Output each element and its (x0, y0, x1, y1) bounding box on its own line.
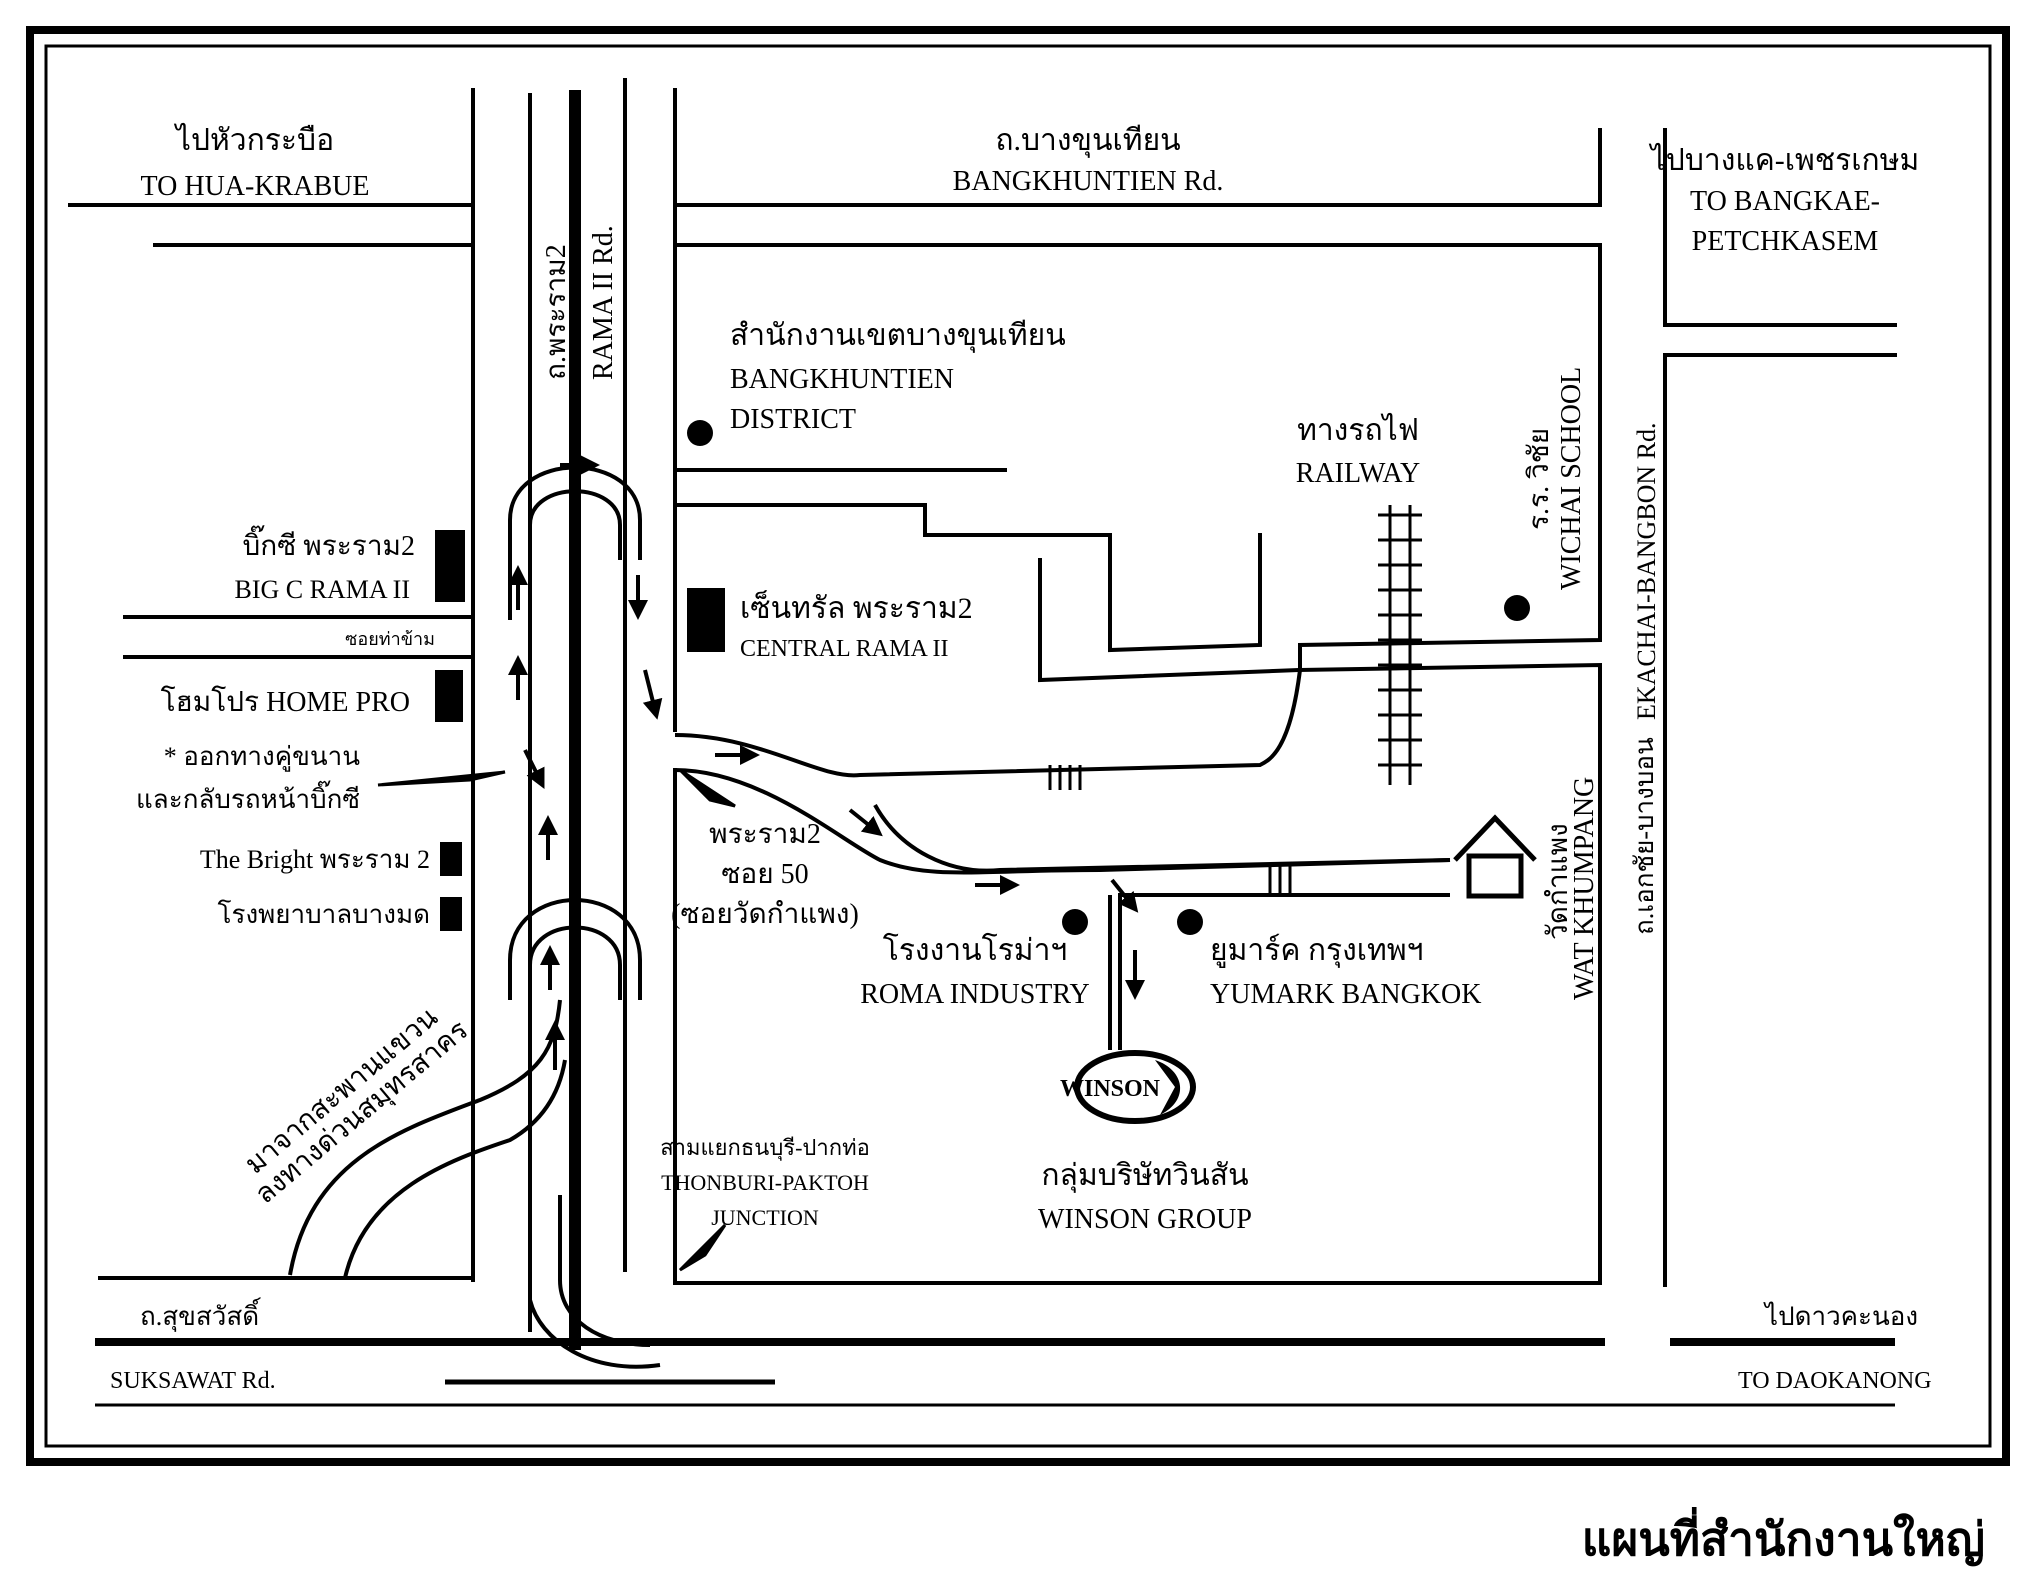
railway-crossing-2 (1268, 865, 1292, 893)
label-soi50-line1: พระราม2 (709, 819, 821, 850)
label-roma-th: โรงงานโรม่าฯ (883, 932, 1068, 967)
label-central-th: เซ็นทรัล พระราม2 (740, 589, 973, 625)
the-bright-marker (440, 842, 462, 876)
label-ekachai-en: EKACHAI-BANGBON Rd. (1632, 422, 1661, 720)
label-roma-en: ROMA INDUSTRY (860, 979, 1089, 1010)
label-district-th: สำนักงานเขตบางขุนเทียน (730, 319, 1066, 354)
label-ekachai-th: ถ.เอกชัย-บางบอน (1630, 737, 1659, 935)
winson-logo-text: WINSON (1060, 1076, 1161, 1102)
map-frame-inner (44, 44, 1992, 1448)
wat-road-lower (1118, 893, 1450, 1050)
uturn-top-outer (508, 465, 642, 620)
label-wat-en: WAT KHUMPANG (1569, 777, 1600, 1000)
district-office-marker (687, 420, 713, 446)
traffic-arrows (508, 455, 1145, 1070)
suksawat-loop-outer (528, 1210, 661, 1369)
winson-logo: WINSON (1060, 1050, 1196, 1124)
label-junction-th: สามแยกธนบุรี-ปากท่อ (660, 1135, 870, 1161)
yumark-marker (1177, 909, 1203, 935)
label-suksawat-th: ถ.สุขสวัสดิ์ (140, 1297, 262, 1332)
soi50-pointer (678, 768, 736, 808)
central-marker (687, 588, 725, 652)
label-hua-krabue-en: TO HUA-KRABUE (141, 171, 370, 202)
district-block (673, 243, 1602, 672)
label-the-bright: The Bright พระราม 2 (200, 845, 430, 874)
label-rama2-en: RAMA II Rd. (588, 225, 619, 380)
label-junction-en2: JUNCTION (711, 1205, 819, 1230)
label-wichai-th: ร.ร. วิชัย (1524, 428, 1555, 530)
bangkae-block (1663, 128, 1897, 327)
label-central-en: CENTRAL RAMA II (740, 636, 948, 662)
uturn-bottom-inner (528, 925, 622, 1000)
label-hospital: โรงพยาบาลบางมด (218, 899, 430, 929)
label-winson-en: WINSON GROUP (1038, 1204, 1252, 1235)
label-yumark-th: ยูมาร์ค กรุงเทพฯ (1210, 933, 1423, 969)
label-uturn-note-1: * ออกทางคู่ขนาน (164, 742, 360, 772)
label-railway-en: RAILWAY (1296, 458, 1420, 489)
homepro-marker (435, 670, 463, 722)
map-title: แผนที่สำนักงานใหญ่ (1582, 1507, 1985, 1566)
label-soi50-line3: (ซอยวัดกำแพง) (671, 899, 859, 930)
label-yumark-en: YUMARK BANGKOK (1210, 979, 1481, 1010)
railway-crossing-1 (1048, 765, 1082, 790)
label-wichai-en: WICHAI SCHOOL (1556, 367, 1587, 590)
label-railway-th: ทางรถไฟ (1297, 412, 1419, 447)
junction-pointer (678, 1223, 727, 1272)
central-block-top (673, 503, 1262, 653)
label-bangkae-th: ไปบางแค-เพชรเกษม (1649, 142, 1920, 177)
label-hua-krabue-th: ไปหัวกระบือ (174, 122, 334, 157)
expressway-ramp-inner (343, 1059, 567, 1279)
uturn-top-inner (528, 489, 622, 590)
bigc-marker (435, 530, 465, 602)
district-block-left (673, 243, 1007, 472)
label-soi-tha-kham: ซอยท่าข้าม (345, 629, 435, 649)
label-bangkae-en2: PETCHKASEM (1692, 226, 1879, 257)
label-district-en1: BANGKHUNTIEN (730, 364, 954, 395)
label-uturn-note-2: และกลับรถหน้าบิ๊กซี (136, 780, 360, 814)
wat-block (673, 662, 1602, 1285)
soi50-road-lower (873, 804, 1451, 873)
label-suksawat-en: SUKSAWAT Rd. (110, 1368, 276, 1394)
label-bangkhuntien-en: BANGKHUNTIEN Rd. (953, 166, 1224, 197)
soi50-road-top (674, 669, 1302, 778)
label-bigc-th: บิ๊กซี พระราม2 (243, 525, 415, 562)
map-frame-outer (26, 26, 2010, 1466)
wichai-school-marker (1504, 595, 1530, 621)
label-wat-th: วัดกำแพง (1543, 823, 1574, 940)
uturn-note-pointer (377, 770, 506, 787)
label-bangkae-en1: TO BANGKAE- (1690, 186, 1880, 217)
wat-khumpang-temple-icon (1453, 814, 1537, 899)
roma-industry-marker (1062, 909, 1088, 935)
expressway-ramp-outer (288, 999, 562, 1276)
central-block-inner (1038, 558, 1303, 683)
label-from-bridge-1: มาจากสะพานแขวน (240, 1002, 444, 1181)
uturn-bottom-outer (508, 898, 642, 1000)
label-daokanong-en: TO DAOKANONG (1738, 1368, 1932, 1394)
label-bigc-en: BIG C RAMA II (234, 575, 410, 604)
label-homepro: โฮมโปร HOME PRO (161, 685, 410, 718)
bangkhuntien-block (673, 88, 1602, 207)
hospital-marker (440, 897, 462, 931)
label-bangkhuntien-th: ถ.บางขุนเทียน (995, 124, 1180, 159)
label-district-en2: DISTRICT (730, 404, 856, 435)
label-junction-en1: THONBURI-PAKTOH (661, 1170, 869, 1195)
label-rama2-th: ถ.พระราม2 (541, 244, 572, 380)
label-soi50-line2: ซอย 50 (721, 859, 808, 890)
railway-track (1378, 505, 1422, 785)
label-winson-th: กลุ่มบริษัทวินสัน (1041, 1159, 1248, 1194)
label-daokanong-th: ไปดาวคะนอง (1763, 1301, 1918, 1331)
